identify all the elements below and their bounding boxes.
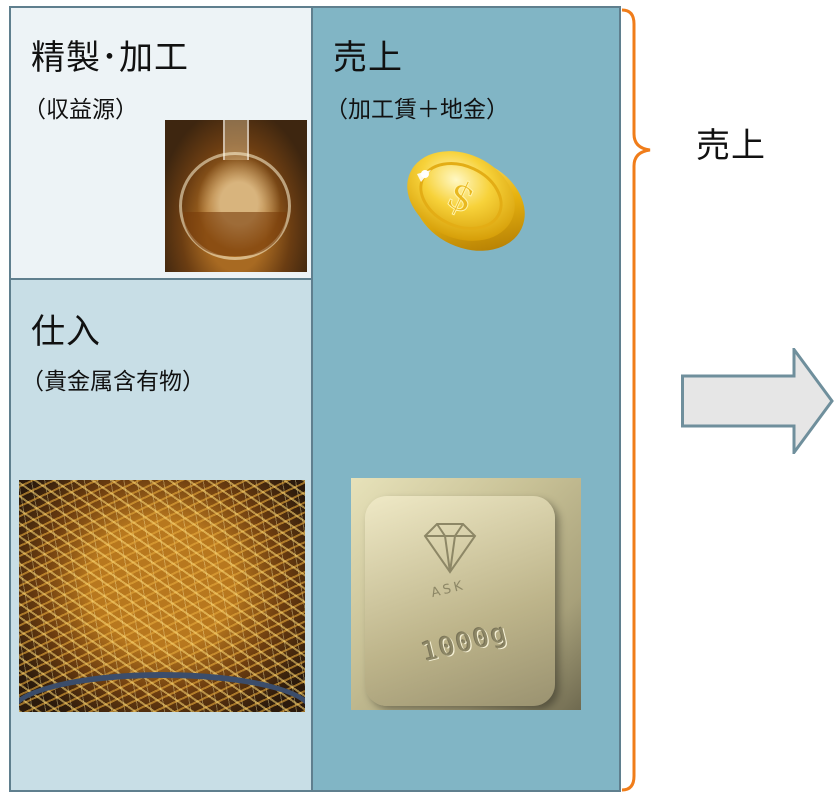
purchase-title: 仕入 bbox=[31, 312, 101, 352]
income-panel: 精製･加工 （収益源） 仕入 （貴金属含有物） 売上 （加工賃＋地金） bbox=[9, 6, 621, 792]
refining-subtitle: （収益源） bbox=[23, 97, 138, 123]
gold-bar-photo: ASK 1000g bbox=[351, 478, 581, 710]
bracket-label: 売上 bbox=[696, 126, 766, 166]
bracket-icon bbox=[621, 8, 651, 792]
sales-subtitle: （加工賃＋地金） bbox=[325, 97, 509, 123]
flask-photo bbox=[165, 120, 307, 272]
sales-title: 売上 bbox=[333, 38, 403, 78]
gold-coin-icon: $ bbox=[407, 151, 525, 251]
purchase-cell: 仕入 （貴金属含有物） bbox=[11, 280, 313, 790]
purchase-subtitle: （貴金属含有物） bbox=[21, 369, 205, 395]
right-arrow-icon bbox=[681, 348, 834, 454]
sales-cell: 売上 （加工賃＋地金） $ bbox=[313, 8, 619, 790]
refining-cell: 精製･加工 （収益源） bbox=[11, 8, 313, 280]
gold-scrap-photo bbox=[19, 480, 305, 712]
refining-title: 精製･加工 bbox=[31, 38, 189, 78]
